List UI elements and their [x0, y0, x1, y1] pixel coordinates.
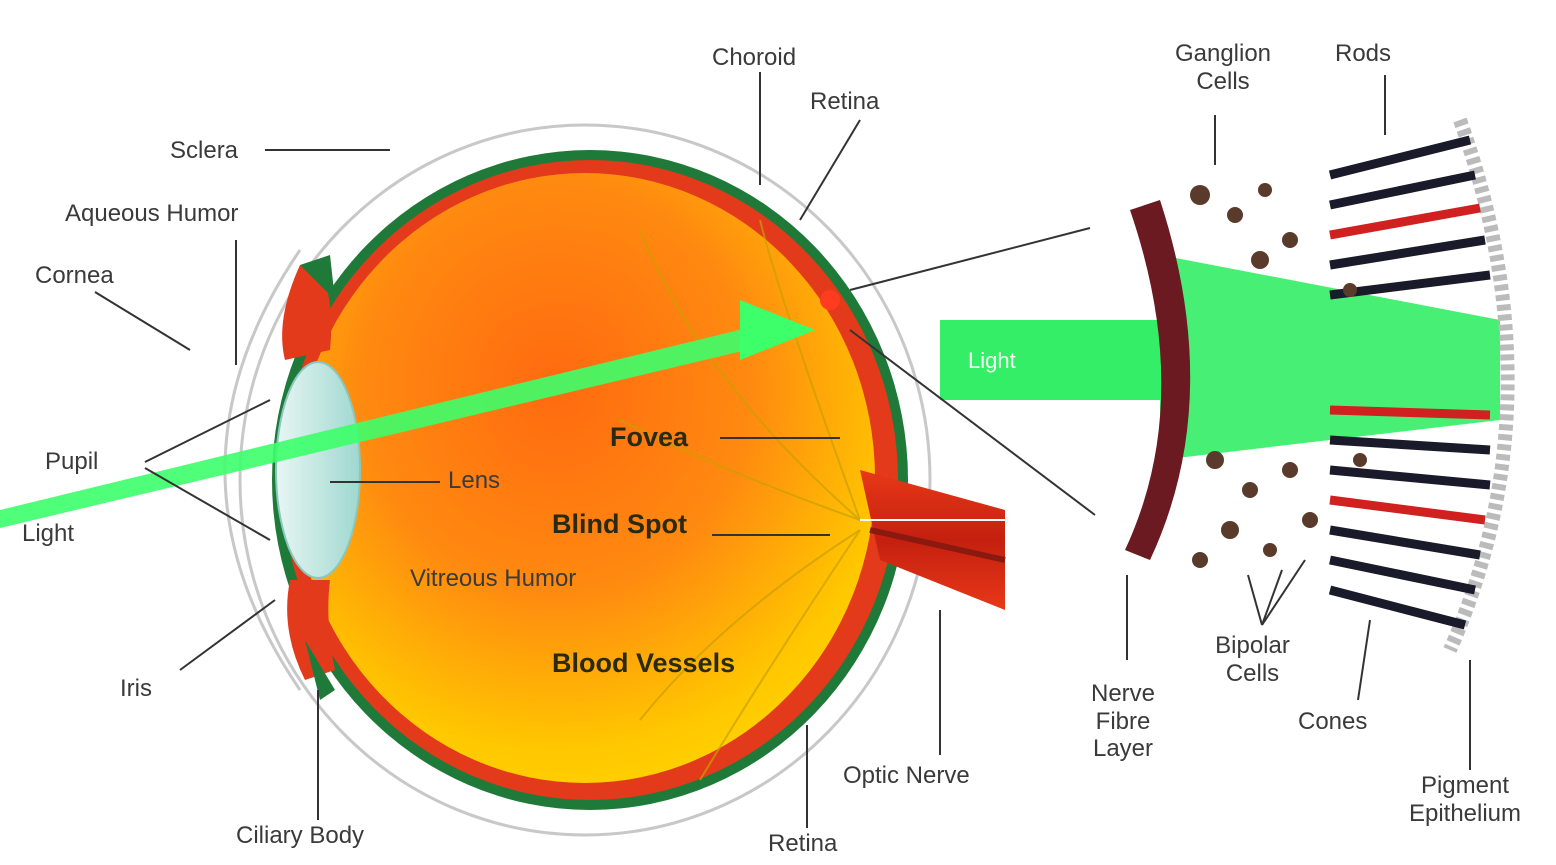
label-ganglion-cells: Ganglion Cells [1148, 40, 1298, 95]
label-lens: Lens [448, 467, 500, 495]
label-pigment-epithelium: Pigment Epithelium [1380, 772, 1550, 827]
label-fovea: Fovea [610, 422, 688, 453]
eyeball [225, 125, 1005, 835]
label-optic-nerve: Optic Nerve [843, 762, 970, 790]
label-cones: Cones [1298, 708, 1367, 736]
label-retina-bottom: Retina [768, 830, 837, 858]
label-iris: Iris [120, 675, 152, 703]
label-blood-vessels: Blood Vessels [552, 648, 735, 679]
label-choroid: Choroid [712, 44, 796, 72]
label-cornea: Cornea [35, 262, 114, 290]
label-rods: Rods [1335, 40, 1391, 68]
label-sclera: Sclera [170, 137, 238, 165]
label-light-right: Light [968, 348, 1016, 373]
label-retina-top: Retina [810, 88, 879, 116]
label-nerve-fibre-layer: Nerve Fibre Layer [1068, 680, 1178, 763]
lens-shape [276, 362, 360, 578]
label-vitreous-humor: Vitreous Humor [410, 565, 576, 593]
label-light-left: Light [22, 520, 74, 548]
label-aqueous-humor: Aqueous Humor [65, 200, 238, 228]
label-ciliary-body: Ciliary Body [236, 822, 364, 850]
vitreous-body [295, 173, 875, 783]
label-pupil: Pupil [45, 448, 98, 476]
label-blind-spot: Blind Spot [552, 509, 687, 540]
label-bipolar-cells: Bipolar Cells [1195, 632, 1310, 687]
